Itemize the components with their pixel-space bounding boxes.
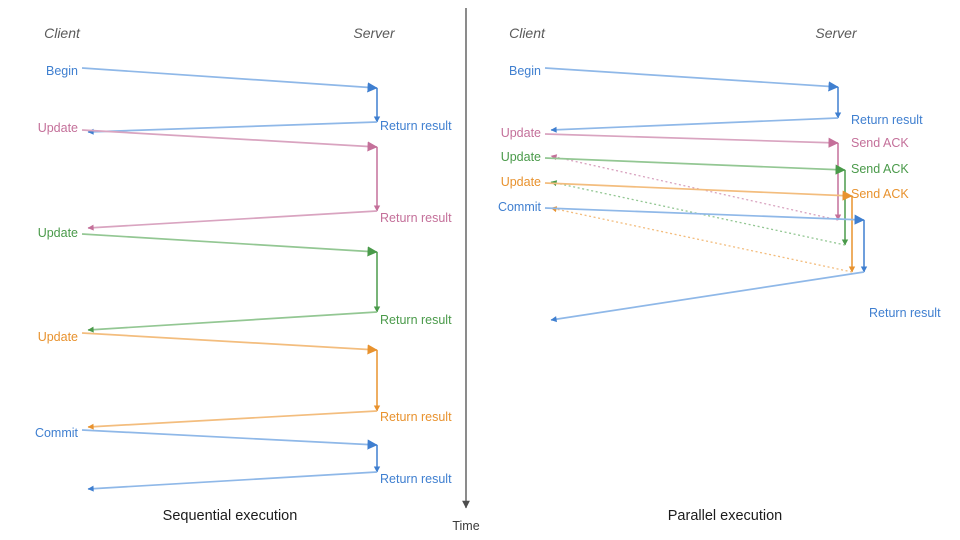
response-label-sequential-4: Return result	[380, 471, 452, 486]
activation-bar-arrowhead-parallel-4	[860, 266, 868, 273]
response-label-parallel-0: Return result	[851, 112, 923, 127]
actor-label-client-sequential: Client	[44, 25, 80, 41]
message-label-commit-parallel-4: Commit	[497, 199, 541, 214]
panel-caption-parallel: Parallel execution	[667, 508, 783, 524]
message-label-commit-sequential-4: Commit	[34, 425, 78, 440]
response-label-sequential-3: Return result	[380, 409, 452, 424]
activation-bar-arrowhead-parallel-3	[848, 266, 856, 273]
activation-bar-arrowhead-sequential-2	[373, 306, 381, 313]
request-arrow-parallel-0	[544, 67, 839, 92]
message-label-begin-parallel-0: Begin	[509, 63, 541, 78]
response-label-parallel-2: Send ACK	[851, 161, 909, 176]
activation-bar-arrowhead-sequential-3	[373, 405, 381, 412]
response-label-parallel-4: Return result	[869, 305, 941, 320]
request-arrow-sequential-1	[81, 129, 378, 152]
activation-bar-arrowhead-sequential-0	[373, 116, 381, 123]
activation-bar-arrowhead-sequential-1	[373, 205, 381, 212]
response-label-sequential-2: Return result	[380, 312, 452, 327]
actor-label-client-parallel: Client	[509, 25, 545, 41]
response-arrow-sequential-2	[87, 311, 378, 331]
message-label-update-parallel-2: Update	[500, 149, 541, 164]
response-label-parallel-3: Send ACK	[851, 186, 909, 201]
response-label-sequential-1: Return result	[380, 210, 452, 225]
actor-label-server-parallel: Server	[815, 25, 857, 41]
activation-bar-arrowhead-sequential-4	[373, 466, 381, 473]
response-arrowhead-sequential-3	[87, 423, 94, 430]
request-arrow-sequential-2	[81, 233, 378, 257]
activation-bar-arrowhead-parallel-1	[834, 214, 842, 221]
message-label-begin-sequential-0: Begin	[46, 63, 78, 78]
actor-label-server-sequential: Server	[353, 25, 395, 41]
request-arrow-sequential-0	[81, 67, 378, 93]
message-label-update-parallel-3: Update	[500, 174, 541, 189]
response-arrowhead-parallel-0	[550, 126, 557, 133]
response-arrow-sequential-1	[87, 210, 378, 229]
request-arrow-parallel-1	[544, 133, 839, 148]
activation-bar-arrowhead-parallel-0	[834, 112, 842, 119]
message-label-update-sequential-1: Update	[37, 120, 78, 135]
response-arrow-sequential-4	[87, 471, 378, 490]
response-arrowhead-sequential-1	[87, 224, 94, 231]
response-arrow-parallel-0	[550, 117, 839, 131]
response-arrow-parallel-1	[550, 155, 839, 221]
request-arrow-parallel-4	[544, 207, 865, 225]
response-arrowhead-parallel-4	[550, 316, 557, 323]
response-arrow-sequential-3	[87, 410, 378, 428]
activation-bar-arrowhead-parallel-2	[841, 239, 849, 246]
request-arrow-parallel-3	[544, 182, 853, 201]
response-arrowhead-sequential-2	[87, 326, 94, 333]
response-arrow-sequential-0	[87, 121, 378, 133]
request-arrow-parallel-2	[544, 157, 846, 175]
request-arrow-sequential-3	[81, 332, 378, 355]
response-arrowhead-sequential-4	[87, 485, 94, 492]
message-label-update-sequential-3: Update	[37, 329, 78, 344]
response-arrow-parallel-4	[550, 271, 865, 321]
panel-caption-sequential: Sequential execution	[162, 508, 298, 524]
response-arrow-parallel-3	[550, 207, 853, 273]
response-label-sequential-0: Return result	[380, 118, 452, 133]
response-label-parallel-1: Send ACK	[851, 135, 909, 150]
message-label-update-parallel-1: Update	[500, 125, 541, 140]
message-label-update-sequential-2: Update	[37, 225, 78, 240]
time-axis-label: Time	[452, 519, 480, 533]
request-arrow-sequential-4	[81, 429, 378, 450]
